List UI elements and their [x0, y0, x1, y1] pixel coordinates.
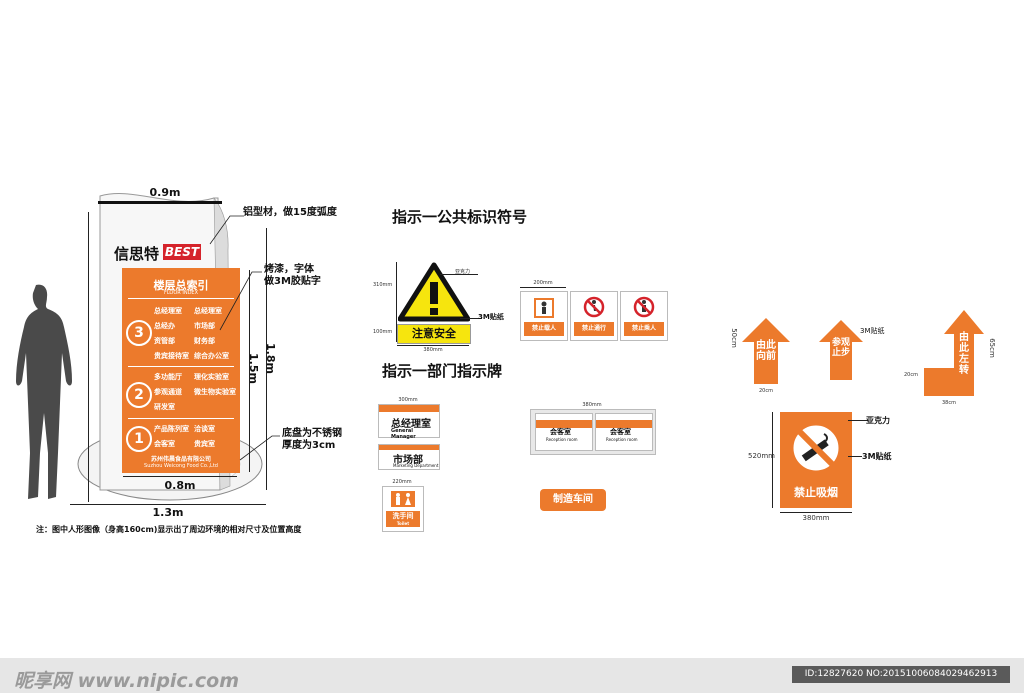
floor-3-col-a: 总经理室 总经办 资管部 贵宾接待室 — [154, 307, 189, 360]
label-3m-2: 3M贴纸 — [862, 452, 892, 461]
dim-gm-w: 300mm — [398, 397, 418, 403]
panel-title-en: FLOOR INDEX — [163, 290, 199, 296]
sign-toilet: 洗手间 Toilet — [382, 486, 424, 532]
dim-line-height-total — [266, 228, 267, 490]
floor-3-badge: 3 — [126, 320, 152, 346]
sign-gm-room: 总经理室 General Manager — [378, 404, 440, 440]
sign-no-pass: 禁止通行 — [570, 291, 618, 341]
dim-toilet-w: 220mm — [392, 479, 412, 485]
directory-panel: 楼层总索引 FLOOR INDEX 3 总经理室 总经办 资管部 贵宾接待室 总… — [122, 268, 240, 473]
dim-line-top — [98, 201, 222, 204]
warning-triangle-icon — [398, 262, 470, 322]
no-smoking-panel: 禁止吸烟 — [780, 412, 852, 508]
company-name-en: Suzhou Weicong Food Co.,Ltd — [144, 463, 218, 469]
floor-2-badge: 2 — [126, 382, 152, 408]
dim-reception-w: 380mm — [582, 402, 602, 408]
dim-line-height-panel — [249, 270, 250, 472]
dim-arrow-right-side: 20cm — [904, 372, 918, 378]
no-entry-icon — [633, 296, 655, 318]
sign-reception: 会客室 Reception room 会客室 Reception room — [530, 409, 656, 455]
label-acrylic-2: 亚克力 — [866, 416, 890, 425]
label-3m-arrow: 3M贴纸 — [860, 327, 885, 335]
company-name: 苏州伟晨食品有限公司 — [150, 456, 211, 463]
floor-2-col-a: 多功能厅 参观通道 研发室 — [154, 373, 182, 411]
floor-3-col-b: 总经理室 市场部 财务部 综合办公室 — [194, 307, 229, 360]
arrow-mid-text: 参观止步 — [832, 338, 851, 358]
label-3m-1: 3M贴纸 — [478, 313, 504, 321]
warning-label: 注意安全 — [397, 324, 471, 344]
dim-arrow-left-w: 20cm — [759, 388, 773, 394]
dim-warning-w: 380mm — [423, 347, 443, 353]
dim-trio-w: 200mm — [533, 280, 553, 286]
arrow-left-text: 由此向前 — [756, 340, 776, 362]
restroom-icon — [391, 491, 415, 507]
no-smoking-text: 禁止吸烟 — [794, 486, 838, 499]
watermark-left: 昵享网 www.nipic.com — [14, 670, 240, 692]
dim-arrow-right-w: 38cm — [942, 400, 956, 406]
dim-width-top: 0.9m — [149, 186, 181, 199]
floor-1-badge: 1 — [126, 426, 152, 452]
dim-width-base-outer: 1.3m — [152, 506, 184, 519]
footnote: 注：图中人形图像（身高160cm)显示出了周边环境的相对尺寸及位置高度 — [36, 525, 302, 534]
dim-warning-h1: 310mm — [373, 282, 393, 288]
callout-frame: 铝型材，做15度弧度 — [243, 207, 337, 218]
panel-title: 楼层总索引 — [153, 279, 209, 292]
arrow-up-left — [742, 318, 790, 384]
brand-logo: BEST — [163, 244, 201, 260]
dim-arrow-left-h: 50cm — [729, 328, 738, 348]
arrow-up-mid — [819, 320, 863, 380]
sign-workshop: 制造车间 — [540, 489, 606, 511]
section-title-dept: 指示一部门指示牌 — [382, 362, 503, 380]
dim-no-smoking-w: 380mm — [802, 514, 830, 522]
floor-1-col-a: 产品陈列室 会客室 — [154, 425, 189, 448]
dim-arrow-right-h: 65cm — [987, 338, 996, 358]
callout-base: 底盘为不锈钢 厚度为3cm — [282, 428, 342, 451]
section-title-public: 指示一公共标识符号 — [392, 208, 528, 226]
callout-paint: 烤漆，字体 做3M胶贴字 — [264, 264, 321, 287]
floor-2-col-b: 理化实验室 微生物实验室 — [194, 373, 236, 396]
dim-warning-h2: 100mm — [373, 329, 393, 335]
arrow-right-text: 由此左转 — [959, 332, 969, 376]
label-acrylic-1: 亚克力 — [455, 269, 471, 275]
arrow-up-right — [924, 310, 984, 396]
no-smoking-icon — [788, 420, 844, 476]
sign-market: 市场部 Marketing Department — [378, 444, 440, 470]
elevator-icon — [534, 298, 554, 318]
dim-width-base-inner: 0.8m — [164, 479, 196, 492]
floor-1-col-b: 洽谈室 贵宾室 — [194, 425, 215, 448]
sign-no-carry: 禁止载人 — [520, 291, 568, 341]
brand-name: 信思特 — [114, 245, 160, 263]
dim-no-smoking-h: 520mm — [748, 452, 775, 460]
sign-no-ride: 禁止乘人 — [620, 291, 668, 341]
no-walking-icon — [583, 296, 605, 318]
human-silhouette — [16, 284, 72, 499]
watermark-id: ID:12827620 NO:20151006084029462913 — [792, 666, 1010, 683]
